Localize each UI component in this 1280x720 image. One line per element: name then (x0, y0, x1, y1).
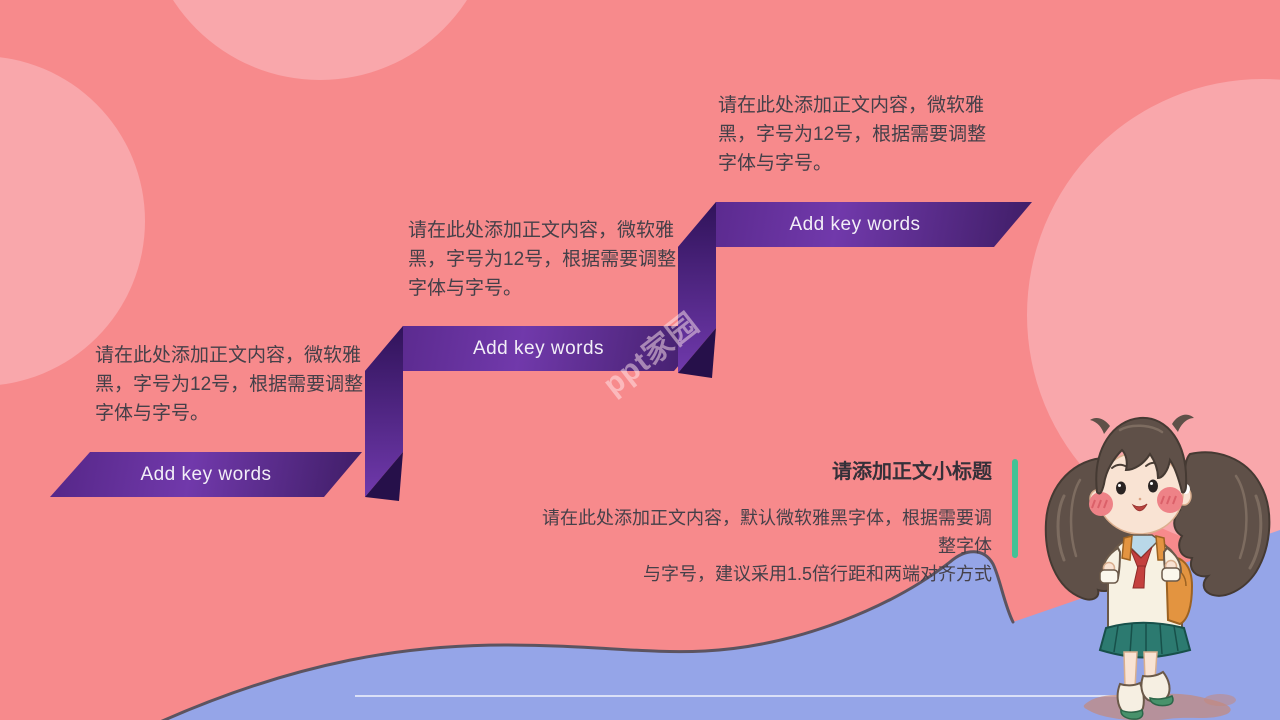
green-accent-bar (1012, 459, 1018, 558)
girl-bangs (1095, 416, 1188, 495)
footer-divider-line (355, 695, 1150, 697)
ribbon-strip-2 (678, 202, 716, 373)
ribbon-fold-2 (678, 328, 716, 378)
step-3-body-text: 请在此处添加正文内容，微软雅 黑，字号为12号，根据需要调整 字体与字号。 (718, 91, 986, 178)
text-line: 字体与字号。 (718, 153, 833, 174)
girl-skirt (1098, 621, 1192, 659)
subtitle-line: 请在此处添加正文内容，默认微软雅黑字体，根据需要调整字体 (542, 508, 992, 556)
subtitle-block: 请添加正文小标题 请在此处添加正文内容，默认微软雅黑字体，根据需要调整字体 与字… (540, 455, 992, 588)
text-line: 请在此处添加正文内容，微软雅 (718, 95, 985, 116)
step-2-body-text: 请在此处添加正文内容，微软雅 黑，字号为12号，根据需要调整 字体与字号。 (408, 216, 676, 303)
ribbon-banner-step-2: Add key words (365, 326, 712, 371)
subtitle-heading: 请添加正文小标题 (832, 461, 992, 483)
ribbon-strip-1 (365, 326, 403, 497)
step-1-body-text: 请在此处添加正文内容，微软雅 黑，字号为12号，根据需要调整 字体与字号。 (95, 341, 363, 428)
wave-fill (164, 530, 1280, 720)
ribbon-banner-label: Add key words (140, 463, 272, 485)
ribbon-banner-step-3: Add key words (678, 202, 1032, 247)
subtitle-line: 与字号，建议采用1.5倍行距和两端对齐方式 (642, 564, 992, 584)
text-line: 黑，字号为12号，根据需要调整 (95, 374, 364, 395)
text-line: 黑，字号为12号，根据需要调整 (718, 124, 987, 145)
text-line: 字体与字号。 (95, 403, 210, 424)
text-line: 请在此处添加正文内容，微软雅 (408, 220, 675, 241)
wave-outline (160, 550, 1015, 720)
ribbon-fold-1 (365, 452, 403, 501)
text-line: 请在此处添加正文内容，微软雅 (95, 345, 362, 366)
ribbon-banner-label: Add key words (472, 337, 605, 359)
girl-scarf (1129, 546, 1153, 569)
text-line: 黑，字号为12号，根据需要调整 (408, 249, 677, 270)
ribbon-banner-label: Add key words (789, 213, 921, 235)
text-line: 字体与字号。 (408, 278, 523, 299)
ribbon-banner-step-1: Add key words (50, 452, 362, 497)
